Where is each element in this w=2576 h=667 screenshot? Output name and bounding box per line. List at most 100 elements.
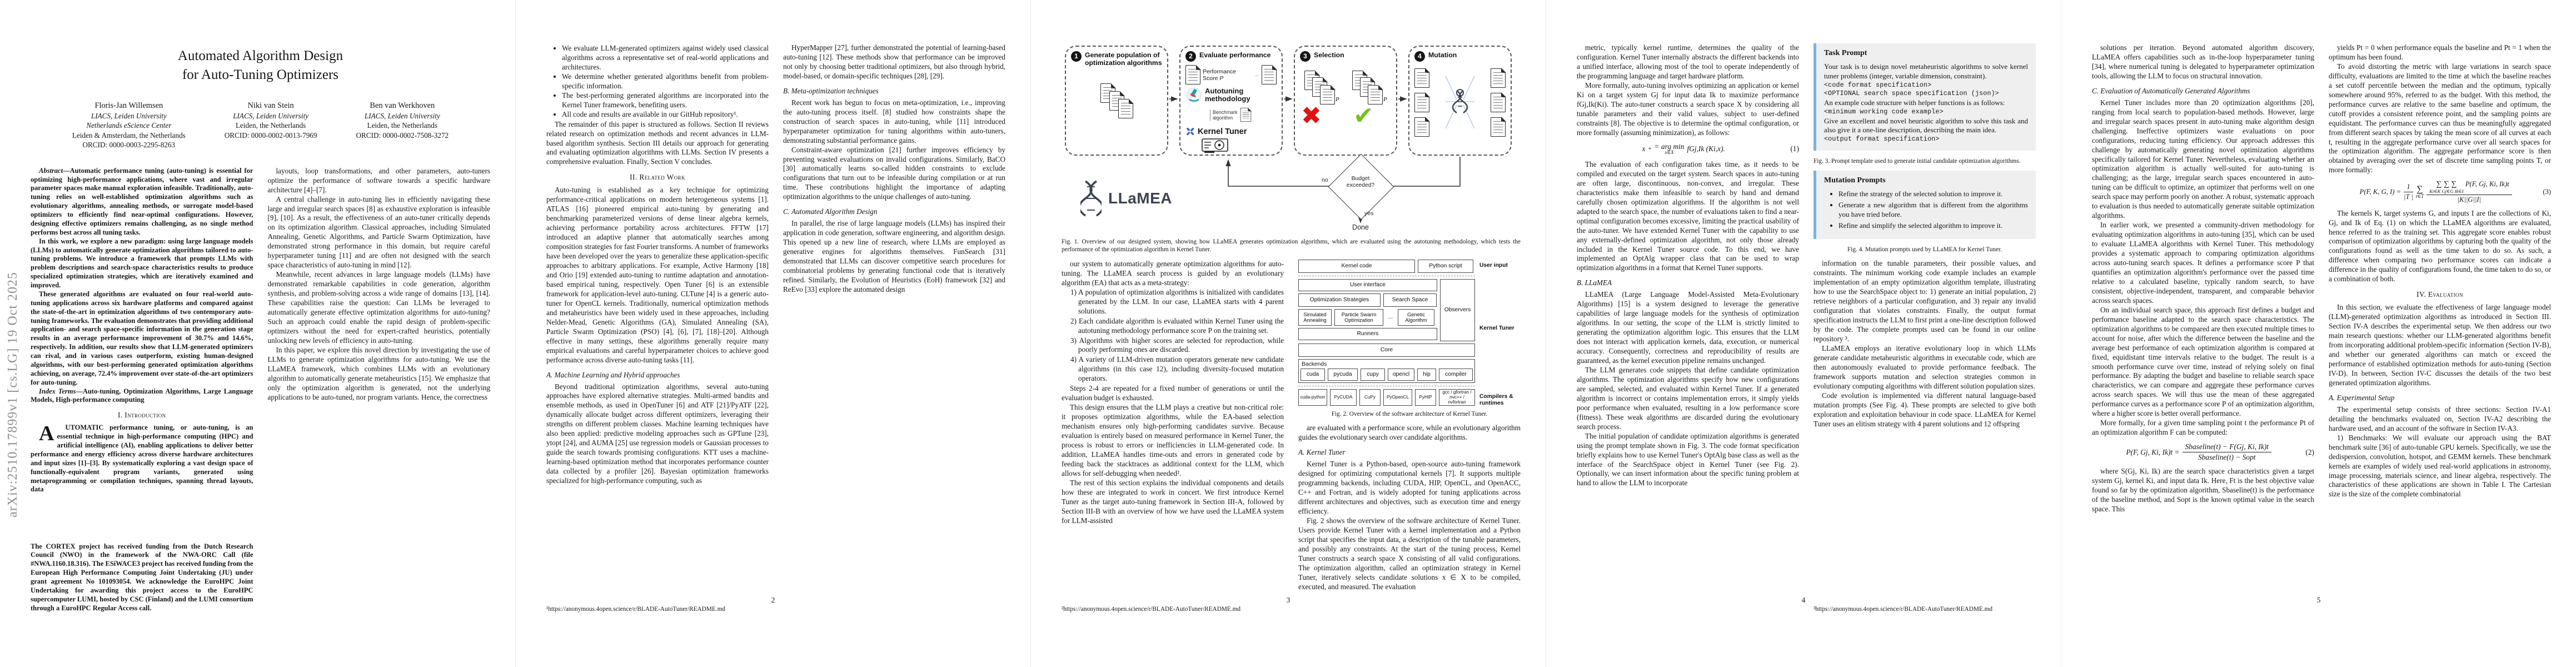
author-city: Leiden, the Netherlands — [235, 121, 306, 130]
section-heading-evaluation: IV. Evaluation — [2416, 290, 2463, 299]
fraction: ∑ ∑ ∑ Ki∈K Gj∈G Ik∈I P(F, Gj, Ki, Ik)t |… — [2426, 180, 2512, 203]
page-1-left-column: Abstract—Automatic performance tuning (a… — [31, 167, 253, 620]
step-title: Generate population of optimization algo… — [1085, 51, 1162, 67]
list-item: We evaluate LLM-generated optimizers aga… — [562, 44, 769, 72]
eq-lhs: P(F, Gj, Ki, Ik)t = — [2126, 447, 2180, 456]
equation-body: P(F, Gj, Ki, Ik)t = Sbaseline(t) − F(Gj,… — [2092, 442, 2305, 462]
eq-superscript: ∗ — [1648, 146, 1652, 152]
fig1-step-header: 2 Evaluate performance — [1185, 51, 1277, 62]
compiler-cell: PyHIP — [1415, 389, 1436, 406]
subsection-heading: A. Experimental Setup — [2329, 393, 2395, 402]
abstract-paragraph: In this work, we explore a new paradigm:… — [31, 237, 253, 290]
page-2-columns: We evaluate LLM-generated optimizers aga… — [546, 43, 1005, 620]
paragraph: The evaluation of each configuration tak… — [1577, 160, 1799, 272]
parent-documents — [1414, 68, 1430, 137]
paragraph: where S(Gj, Ki, Ik) are the search space… — [2092, 467, 2314, 513]
subsection-heading: A. Machine Learning and Hybrid approache… — [546, 370, 680, 379]
author-affiliation: LIACS, Leiden University — [364, 112, 440, 121]
footnote: ²https://anonymous.4open.science/r/BLADE… — [1062, 606, 1241, 613]
paragraph: LLaMEA (Large Language Model-Assisted Me… — [1577, 290, 1799, 365]
compiler-cell: PyCUDA — [1330, 389, 1357, 406]
paragraph: LLaMEA employs an iterative evolutionary… — [1813, 344, 2036, 390]
backend-cell: hip — [1417, 368, 1436, 381]
rejected-group: P ✖ — [1300, 69, 1341, 136]
paragraph: are evaluated with a performance score, … — [1298, 424, 1521, 442]
page-3-right-column: Kernel code Python script User interface… — [1298, 259, 1521, 620]
paragraph: In earlier work, we presented a communit… — [2092, 221, 2314, 305]
subsection-heading: B. Meta-optimization techniques — [783, 86, 879, 95]
paragraph: This design ensures that the LLM plays a… — [1062, 403, 1284, 477]
index-terms: Index Terms—Auto-tuning, Optimization Al… — [31, 387, 253, 405]
autotuning-methodology-label: Autotuning methodology — [1205, 87, 1250, 103]
paragraph: Constraint-aware optimization [21] furth… — [783, 145, 1005, 201]
user-input-row: Kernel code Python script — [1298, 259, 1475, 273]
kernel-tuner-label: Kernel Tuner — [1198, 127, 1247, 136]
page-number: 3 — [1286, 596, 1291, 604]
page-4-columns: metric, typically kernel runtime, determ… — [1577, 43, 2036, 620]
green-check-icon: ✔ — [1353, 102, 1374, 130]
document-icon — [1491, 117, 1506, 137]
paragraph: Kernel Tuner is a Python-based, open-sou… — [1298, 460, 1521, 516]
simulated-annealing-box: Simulated Annealing — [1298, 308, 1332, 326]
paragraph: The experimental setup consists of three… — [2329, 405, 2551, 432]
section-heading-related-work: II. Related Work — [630, 173, 685, 182]
kernel-code-box: Kernel code — [1298, 259, 1415, 273]
arrow-right-icon: → — [1253, 71, 1260, 78]
prompt-code: <code format specification> — [1824, 81, 1932, 89]
document-icon — [1491, 92, 1506, 112]
backend-cell: pycuda — [1328, 368, 1358, 381]
paragraph: Steps 2-4 are repeated for a fixed numbe… — [1062, 384, 1284, 402]
dna-icon — [1080, 180, 1102, 217]
eq-lhs: P(F, K, G, I) = — [2359, 187, 2401, 196]
label: Performance Score — [1203, 68, 1237, 82]
llamea-label: LLaMEA — [1108, 190, 1172, 207]
list-item: 1) A population of optimization algorith… — [1070, 287, 1284, 315]
page-5-columns: solutions per iteration. Beyond automate… — [2092, 43, 2551, 620]
document-icon — [1118, 98, 1134, 119]
author-affiliation: LIACS, Leiden University — [91, 112, 167, 121]
page-number: 2 — [771, 596, 775, 604]
fig1-step-header: 3 Selection — [1300, 51, 1391, 62]
fraction: Sbaseline(t) − F(Gj, Ki, Ik)t Sbaseline(… — [2182, 442, 2271, 462]
backend-cell: opencl — [1388, 368, 1414, 381]
page-4-left-column: metric, typically kernel runtime, determ… — [1577, 43, 1799, 620]
prompt-text: An example code structure with helper fu… — [1824, 98, 2005, 107]
step-title: Evaluate performance — [1199, 51, 1271, 59]
page-5: solutions per iteration. Beyond automate… — [2061, 0, 2576, 667]
prompt-text: Your task is to design novel metaheurist… — [1824, 62, 2028, 80]
genetic-algorithm-box: Genetic Algorithm — [1398, 308, 1434, 326]
page-number: 4 — [1801, 596, 1806, 604]
equation-body: P(F, K, G, I) = 1 |T | ∑ t∈T — [2329, 180, 2543, 203]
numbered-list: 1) A population of optimization algorith… — [1062, 288, 1284, 385]
particle-swarm-box: Particle Swarm Optimization — [1334, 308, 1383, 326]
document-icon — [1414, 92, 1430, 112]
equation-tag: (3) — [2543, 187, 2551, 196]
fig1-step-mutation: 4 Mutation — [1408, 46, 1512, 156]
paragraph: Meanwhile, recent advances in large lang… — [267, 270, 491, 345]
subsection-heading: C. Evaluation of Automatically Generated… — [2092, 86, 2250, 95]
fig1-step-selection: 3 Selection P ✖ P — [1294, 46, 1397, 156]
numerator: 1 — [2404, 183, 2413, 192]
user-interface-box: User interface — [1298, 278, 1437, 291]
paragraph: 1) Benchmarks: We will evaluate our appr… — [2329, 433, 2551, 499]
compiler-cell: CuPy — [1359, 389, 1381, 406]
document-icon — [1414, 68, 1430, 88]
python-script-box: Python script — [1418, 259, 1473, 273]
page-2-left-column: We evaluate LLM-generated optimizers aga… — [546, 43, 769, 620]
equation-3: P(F, K, G, I) = 1 |T | ∑ t∈T — [2329, 180, 2551, 203]
paragraph: More formally, auto-tuning involves opti… — [1577, 81, 1799, 137]
kernel-tuner-label: Kernel Tuner — [1479, 325, 1514, 331]
page-1-right-column: layouts, loop transformations, and other… — [268, 167, 491, 620]
compiler-cell: gcc / gfortran / nvc++ / nvfortran — [1439, 389, 1475, 406]
figure-3-caption: Fig. 3. Prompt template used to generate… — [1813, 158, 2021, 165]
document-icon — [1414, 117, 1430, 137]
drop-cap: A — [39, 422, 54, 446]
kernel-tuner-logo-icon — [1187, 127, 1194, 136]
author-orcid: ORCID: 0000-0002-0013-7969 — [224, 131, 317, 140]
figure-2-architecture: Kernel code Python script User interface… — [1298, 259, 1521, 408]
score-symbol: P — [1383, 96, 1387, 103]
compiler-cell: cuda-python — [1298, 389, 1327, 406]
author-name: Ben van Werkhoven — [370, 101, 435, 110]
index-terms-label: Index Terms— — [39, 387, 83, 395]
